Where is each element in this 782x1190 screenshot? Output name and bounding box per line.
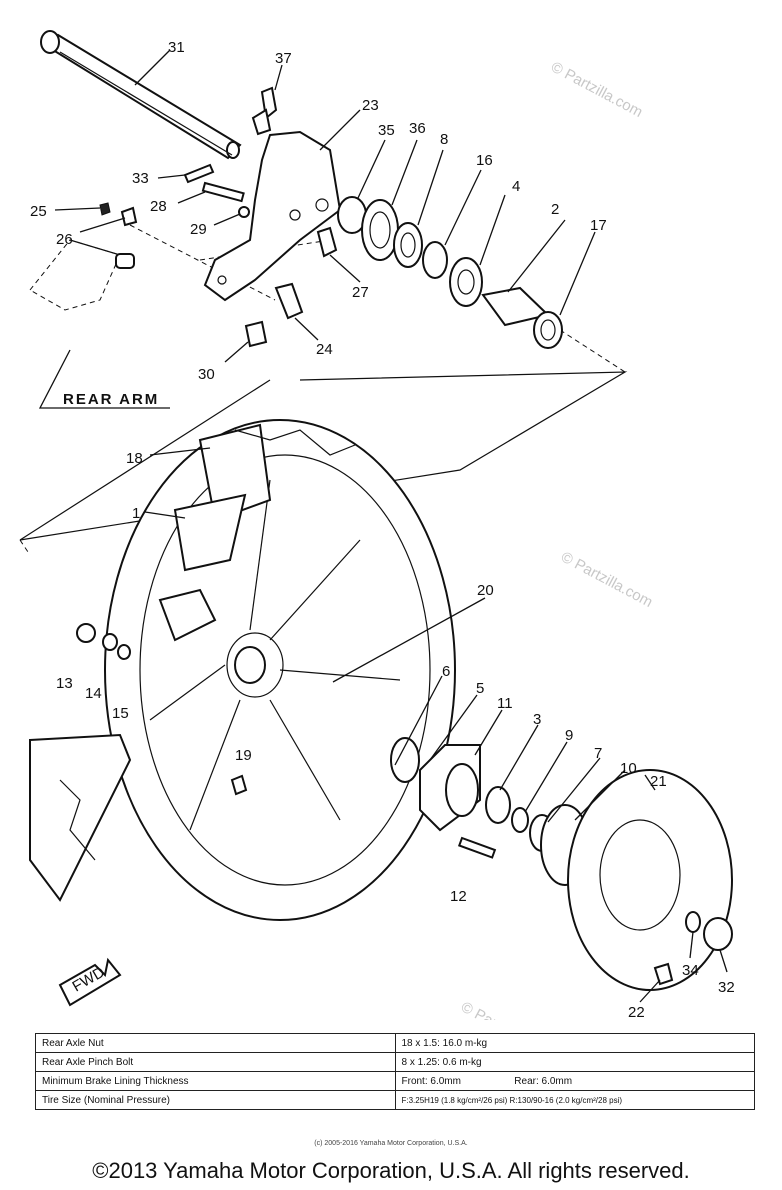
callout-37: 37 <box>275 50 292 67</box>
callout-7: 7 <box>594 745 602 762</box>
small-parts-top <box>99 163 338 348</box>
table-row: Minimum Brake Lining Thickness Front: 6.… <box>35 1071 755 1091</box>
spec-value-front: Front: 6.0mm <box>401 1075 461 1087</box>
watermark: © Partzilla.com <box>558 549 655 611</box>
callout-29: 29 <box>190 221 207 238</box>
spec-value: 18 x 1.5: 16.0 m-kg <box>394 1033 755 1053</box>
callout-19: 19 <box>235 747 252 764</box>
fwd-arrow: FWD <box>58 957 122 1007</box>
callout-34: 34 <box>682 962 699 979</box>
callout-28: 28 <box>150 198 167 215</box>
callout-numbers: 31 37 23 35 36 8 16 4 2 17 33 28 29 25 2… <box>30 39 735 1020</box>
spec-label: Rear Axle Pinch Bolt <box>35 1052 396 1072</box>
bearing-stack <box>337 196 563 349</box>
stud-nuts <box>76 623 131 660</box>
callout-36: 36 <box>409 120 426 137</box>
callout-23: 23 <box>362 97 379 114</box>
callout-25: 25 <box>30 203 47 220</box>
rear-arm-label-group: REAR ARM <box>38 349 170 409</box>
callout-3: 3 <box>533 711 541 728</box>
callout-9: 9 <box>565 727 573 744</box>
spec-label: Rear Axle Nut <box>35 1033 396 1053</box>
spec-value-rear: Rear: 6.0mm <box>514 1075 573 1087</box>
table-row: Tire Size (Nominal Pressure) F:3.25H19 (… <box>35 1090 755 1110</box>
copyright-notice: ©2013 Yamaha Motor Corporation, U.S.A. A… <box>92 1158 690 1183</box>
rear-axle <box>40 30 242 160</box>
spec-value: 8 x 1.25: 0.6 m-kg <box>394 1052 755 1072</box>
spec-value: Front: 6.0mm Rear: 6.0mm <box>394 1071 755 1091</box>
callout-14: 14 <box>85 685 102 702</box>
callout-18: 18 <box>126 450 143 467</box>
callout-11: 11 <box>497 695 513 712</box>
callout-32: 32 <box>718 979 735 996</box>
callout-8: 8 <box>440 131 448 148</box>
callout-20: 20 <box>477 582 494 599</box>
callout-5: 5 <box>476 680 484 697</box>
callout-10: 10 <box>620 760 637 777</box>
callout-24: 24 <box>316 341 333 358</box>
spec-label: Tire Size (Nominal Pressure) <box>35 1090 396 1110</box>
table-row: Rear Axle Pinch Bolt 8 x 1.25: 0.6 m-kg <box>35 1052 755 1072</box>
callout-6: 6 <box>442 663 450 680</box>
callout-12: 12 <box>450 888 467 905</box>
callout-27: 27 <box>352 284 369 301</box>
callout-4: 4 <box>512 178 520 195</box>
table-row: Rear Axle Nut 18 x 1.5: 16.0 m-kg <box>35 1033 755 1053</box>
hub-right-parts <box>390 737 733 991</box>
rear-arm-label: REAR ARM <box>63 391 159 408</box>
callout-33: 33 <box>132 170 149 187</box>
rear-arm-sketch <box>29 239 135 311</box>
callout-30: 30 <box>198 366 215 383</box>
callout-26: 26 <box>56 231 73 248</box>
leader-lines <box>54 49 728 1003</box>
callout-21: 21 <box>650 773 667 790</box>
callout-35: 35 <box>378 122 395 139</box>
torque-spec-table: Rear Axle Nut 18 x 1.5: 16.0 m-kg Rear A… <box>35 1033 755 1110</box>
callout-22: 22 <box>628 1004 645 1020</box>
callout-31: 31 <box>168 39 185 56</box>
watermark: © Partzilla.com <box>548 59 645 121</box>
rear-wheel <box>29 419 456 921</box>
callout-2: 2 <box>551 201 559 218</box>
callout-1: 1 <box>132 505 140 522</box>
spec-label: Minimum Brake Lining Thickness <box>35 1071 396 1091</box>
watermark: © Partzilla.com <box>458 999 555 1020</box>
caliper-bracket <box>203 86 342 302</box>
source-line: (c) 2005-2016 Yamaha Motor Corporation, … <box>314 1140 468 1147</box>
callout-13: 13 <box>56 675 73 692</box>
callout-17: 17 <box>590 217 607 234</box>
spec-value: F:3.25H19 (1.8 kg/cm²/26 psi) R:130/90-1… <box>394 1090 755 1110</box>
exploded-parts-diagram: © Partzilla.com © Partzilla.com © Partzi… <box>19 30 735 1020</box>
callout-16: 16 <box>476 152 493 169</box>
callout-15: 15 <box>112 705 129 722</box>
